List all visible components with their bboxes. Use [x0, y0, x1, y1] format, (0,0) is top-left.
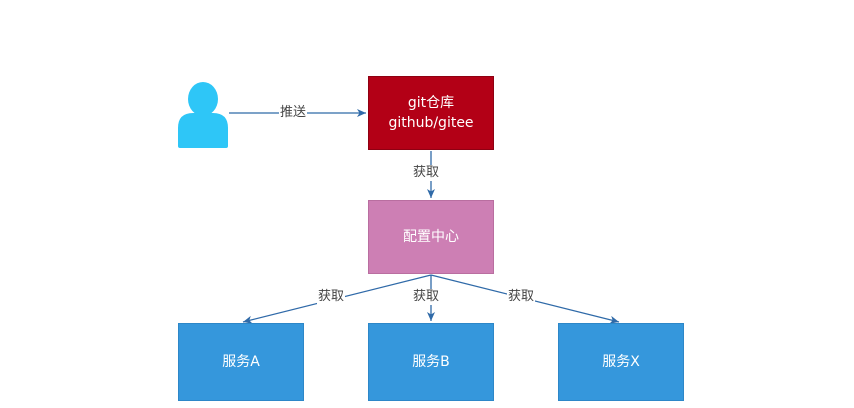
git-repo-title: git仓库	[407, 95, 455, 111]
config-center-node: 配置中心	[368, 200, 494, 274]
git-repo-subtitle: github/gitee	[388, 115, 474, 131]
service-b-node: 服务B	[368, 323, 494, 401]
config-center-label: 配置中心	[403, 229, 459, 245]
fetch-b-edge-label: 获取	[412, 289, 441, 305]
fetch-x-edge-label: 获取	[507, 289, 536, 305]
push-edge-label: 推送	[279, 105, 308, 121]
fetch-repo-edge-label: 获取	[412, 165, 441, 181]
git-repo-node: git仓库 github/gitee	[368, 76, 494, 150]
user-icon	[178, 82, 228, 148]
fetch-a-edge-label: 获取	[317, 289, 346, 305]
service-b-label: 服务B	[412, 354, 450, 370]
service-a-node: 服务A	[178, 323, 304, 401]
service-a-label: 服务A	[222, 354, 260, 370]
service-x-label: 服务X	[602, 354, 640, 370]
service-x-node: 服务X	[558, 323, 684, 401]
